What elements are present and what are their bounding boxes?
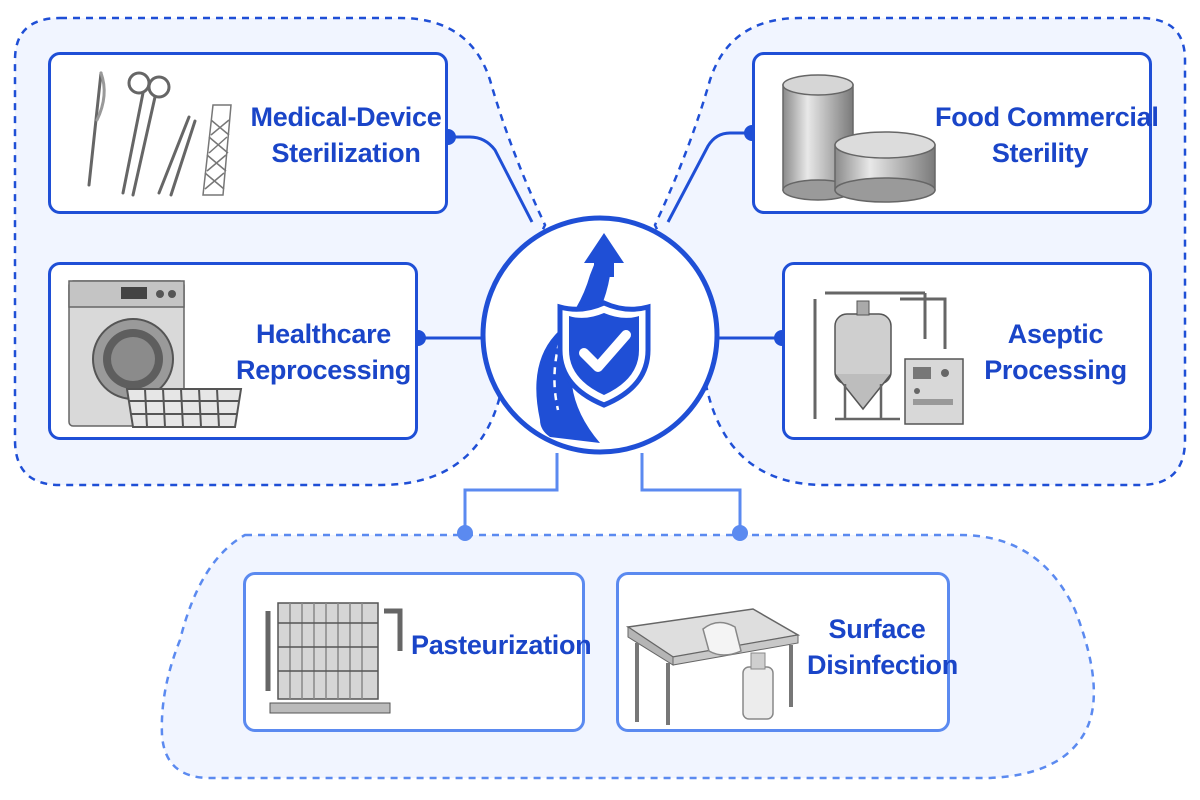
heat-exchanger-icon [265, 602, 403, 714]
washer-disinfector-icon [68, 280, 243, 428]
surgical-instruments-icon [87, 71, 232, 197]
card-title-line1: Food Commercial [935, 102, 1159, 132]
card-title-line1: Medical-Device [250, 102, 442, 132]
card-title-line2: Processing [984, 355, 1127, 385]
card-title-line2: Sterility [991, 138, 1089, 168]
connector-bottom-right [640, 453, 748, 541]
card-food-commercial-sterility[interactable]: Food Commercial Sterility [752, 52, 1159, 214]
card-medical-device-sterilization[interactable]: Medical-Device Sterilization [48, 52, 448, 214]
card-title-line2: Reprocessing [236, 355, 411, 385]
card-title-line1: Healthcare [255, 319, 392, 349]
card-surface-disinfection[interactable]: Surface Disinfection [616, 572, 958, 732]
card-title-line2: Sterilization [271, 138, 421, 168]
card-title-line1: Pasteurization [411, 630, 592, 660]
card-pasteurization[interactable]: Pasteurization [243, 572, 592, 732]
card-title-line2: Disinfection [807, 650, 958, 680]
card-aseptic-processing[interactable]: Aseptic Processing [782, 262, 1152, 440]
connector-bottom-left [457, 453, 559, 541]
hub-shield-road-icon [480, 215, 720, 455]
food-cans-icon [782, 74, 936, 203]
process-tank-icon [813, 291, 964, 425]
card-title-line1: Aseptic [1007, 319, 1104, 349]
table-wipe-spray-icon [625, 608, 801, 725]
card-title-line1: Surface [828, 614, 926, 644]
card-healthcare-reprocessing[interactable]: Healthcare Reprocessing [48, 262, 418, 440]
